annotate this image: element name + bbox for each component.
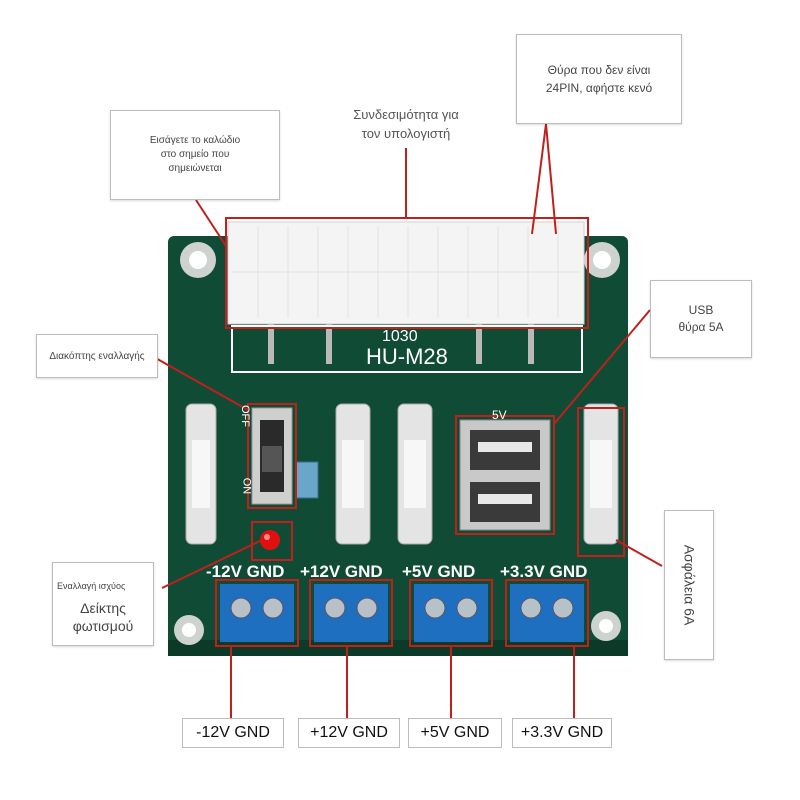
pcb-terminal-3v3: +3.3V GND	[500, 562, 588, 581]
terminal-block-5v	[414, 584, 488, 642]
fuse-5v	[397, 403, 433, 545]
terminal-block-12v	[314, 584, 388, 642]
callout-non-24pin-port: Θύρα που δεν είναι 24PIN, αφήστε κενό	[516, 34, 682, 124]
mounting-hole-bottom-left	[174, 615, 204, 645]
callout-fuse: Ασφάλεια 6A	[664, 510, 714, 660]
terminal-label-5v: +5V GND	[408, 718, 502, 748]
label-power-switch: Εναλλαγή ισχύος	[57, 581, 126, 591]
terminal-block-neg12v	[220, 584, 294, 642]
pcb-terminal-12v: +12V GND	[300, 562, 383, 581]
fuse-right	[583, 403, 619, 545]
pcb-edge	[168, 640, 628, 656]
toggle-switch	[251, 407, 293, 505]
mounting-hole-bottom-right	[591, 611, 621, 641]
resistor	[295, 461, 319, 499]
switch-on-mark: ON	[240, 477, 253, 495]
indicator-led	[260, 530, 280, 550]
atx-24pin-connector	[227, 221, 585, 364]
terminal-block-3v3	[510, 584, 584, 642]
label-computer-connectivity: Συνδεσιμότητα για τον υπολογιστή	[353, 107, 459, 141]
board-model: HU-M28	[366, 344, 448, 369]
silkscreen-outline	[231, 325, 583, 373]
pcb-terminal-neg12v: -12V GND	[206, 562, 285, 581]
switch-off-mark: OFF	[239, 405, 251, 427]
terminal-label-12v: +12V GND	[298, 718, 400, 748]
callout-switch: Διακόπτης εναλλαγής	[36, 334, 158, 378]
terminal-label-neg12v: -12V GND	[182, 718, 284, 748]
label-indicator-line1: Δείκτης	[80, 600, 126, 616]
callout-usb-port: USB θύρα 5A	[650, 280, 752, 358]
pcb-terminal-5v: +5V GND	[402, 562, 476, 581]
callout-wire-insert: Εισάγετε το καλώδιο στο σημείο που σημει…	[110, 110, 280, 200]
usb-5v-mark: 5V	[492, 408, 507, 422]
callout-indicator: Εναλλαγή ισχύος Δείκτης φωτισμού	[52, 562, 154, 646]
terminal-label-3v3: +3.3V GND	[512, 718, 612, 748]
leader-lines	[151, 123, 663, 718]
fuse-left	[185, 403, 217, 545]
mounting-hole-top-left	[180, 242, 216, 278]
chip-code: 1030	[382, 328, 418, 345]
label-indicator-line2: φωτισμού	[72, 618, 134, 634]
fuse-12v	[335, 403, 371, 545]
usb-port-pair	[459, 419, 551, 531]
mounting-hole-top-right	[584, 242, 620, 278]
